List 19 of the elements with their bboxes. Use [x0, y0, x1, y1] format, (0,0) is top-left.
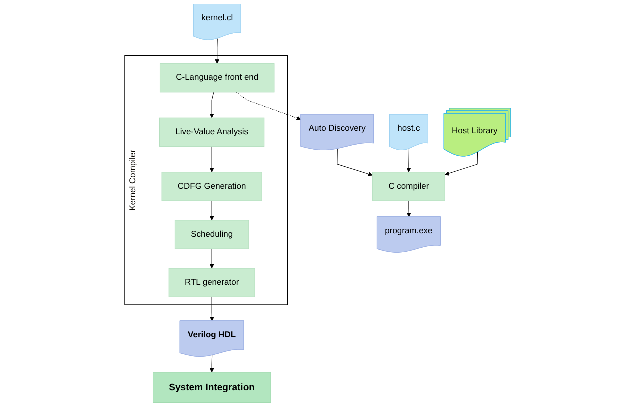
node-box: Live-Value Analysis [159, 118, 265, 147]
node-box: CDFG Generation [162, 172, 262, 202]
arrow [337, 148, 374, 176]
arrow [210, 146, 214, 173]
arrow [210, 92, 214, 118]
node-box: C compiler [372, 172, 446, 202]
arrow [236, 92, 302, 120]
arrow [210, 200, 214, 221]
arrow [406, 200, 412, 218]
node-box: RTL generator [168, 268, 256, 298]
arrow [210, 296, 215, 322]
arrow [210, 248, 214, 269]
arrow [444, 152, 478, 176]
node-box: C-Language front end [160, 64, 275, 93]
node-box: Scheduling [174, 220, 250, 250]
arrow [406, 148, 412, 173]
arrow [210, 355, 214, 373]
arrow [215, 38, 220, 64]
node-box: System Integration [153, 372, 272, 404]
